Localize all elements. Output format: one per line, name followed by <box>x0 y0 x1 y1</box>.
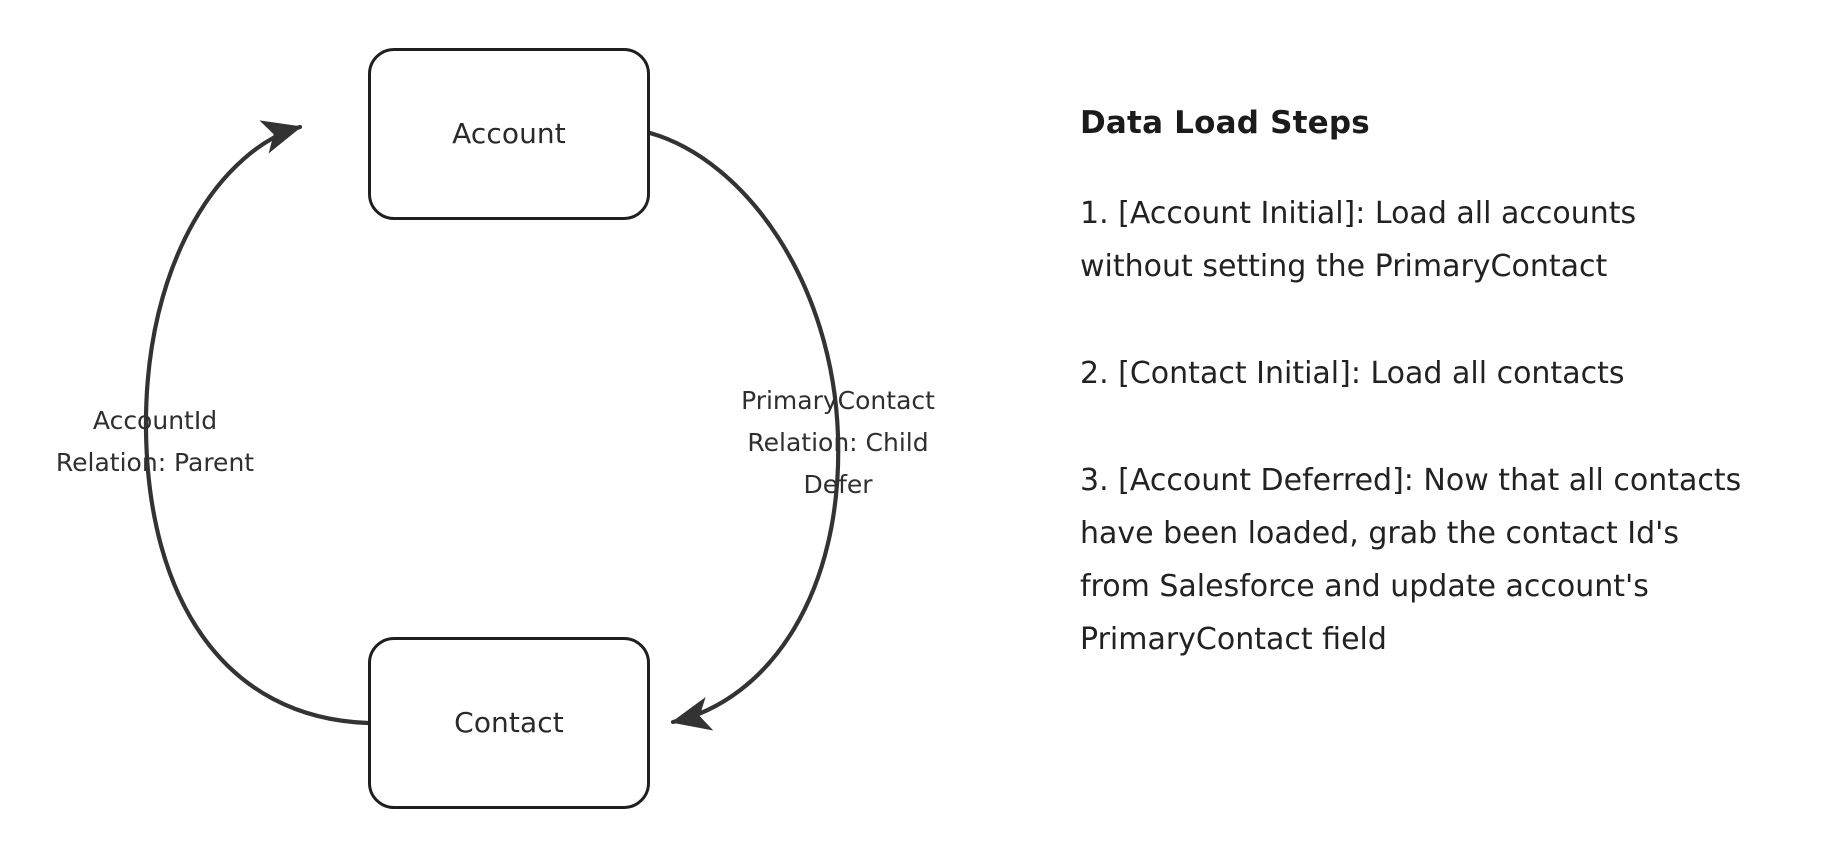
edge-account-to-contact <box>647 130 841 731</box>
cycle-diagram: Account Contact AccountId Relation: Pare… <box>0 48 968 809</box>
data-load-steps-panel: Data Load Steps 1. [Account Initial]: Lo… <box>1080 104 1780 666</box>
steps-title: Data Load Steps <box>1080 105 1370 141</box>
step-item: 1. [Account Initial]: Load all accounts … <box>1080 195 1637 284</box>
node-account-label: Account <box>452 117 566 151</box>
edge-label-line: PrimaryContact <box>741 386 935 415</box>
edge-label-contact-to-account: AccountId Relation: Parent <box>0 400 310 484</box>
step-item: 2. [Contact Initial]: Load all contacts <box>1080 355 1625 391</box>
edge-label-line: Relation: Parent <box>55 448 255 477</box>
diagram-connectors <box>143 120 841 731</box>
step-item: 3. [Account Deferred]: Now that all cont… <box>1080 462 1742 657</box>
edge-label-line: AccountId <box>92 406 218 435</box>
node-contact[interactable]: Contact <box>368 637 650 809</box>
node-contact-label: Contact <box>454 706 564 740</box>
node-account[interactable]: Account <box>368 48 650 220</box>
edge-label-line: Relation: Child <box>747 428 929 457</box>
edge-contact-to-account <box>143 120 371 726</box>
edge-label-account-to-contact: PrimaryContact Relation: Child Defer <box>708 380 968 506</box>
edge-label-line: Defer <box>803 470 873 499</box>
